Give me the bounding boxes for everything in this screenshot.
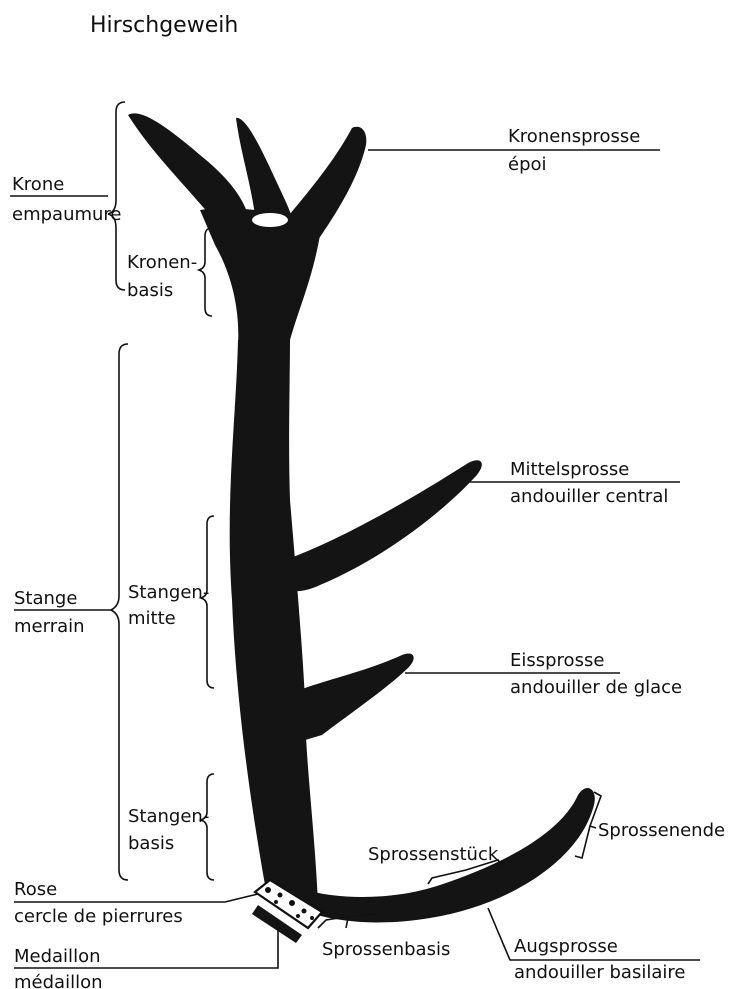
crown-middle-tine xyxy=(236,118,292,218)
label-medaillon-fr: médaillon xyxy=(14,972,103,989)
label-stangenmitte-2: mitte xyxy=(128,608,176,629)
line-sprossenende xyxy=(590,826,596,828)
brace-krone xyxy=(108,102,125,290)
label-eissprosse: Eissprosse xyxy=(510,650,604,671)
ice-tine xyxy=(300,653,414,740)
label-empaumure: empaumure xyxy=(12,204,122,225)
label-rose: Rose xyxy=(14,879,57,900)
label-stange: Stange xyxy=(14,588,77,609)
label-sprossenbasis: Sprossenbasis xyxy=(322,939,450,960)
label-andouiller-central: andouiller central xyxy=(510,486,668,507)
crown-base xyxy=(200,208,320,345)
label-stangenmitte-1: Stangen- xyxy=(128,582,209,603)
brace-stange xyxy=(111,344,128,880)
label-andouiller-basilaire: andouiller basilaire xyxy=(514,962,685,983)
label-stangenbasis-1: Stangen- xyxy=(128,806,209,827)
label-krone: Krone xyxy=(12,174,64,195)
diagram-title: Hirschgeweih xyxy=(90,13,238,38)
label-kronenbasis-2: basis xyxy=(127,280,173,301)
label-kronenbasis-1: Kronen- xyxy=(127,252,197,273)
label-epoi: époi xyxy=(508,154,547,175)
label-stangenbasis-2: basis xyxy=(128,833,174,854)
label-sprossenstueck: Sprossenstück xyxy=(368,844,499,865)
antler-silhouette xyxy=(128,113,595,922)
label-cercle: cercle de pierrures xyxy=(14,906,183,927)
brace-stangenbasis xyxy=(201,774,214,880)
brace-kronenbasis xyxy=(199,228,212,316)
label-augsprosse: Augsprosse xyxy=(514,936,618,957)
label-medaillon-de: Medaillon xyxy=(14,946,100,967)
label-mittelsprosse: Mittelsprosse xyxy=(510,459,629,480)
label-andouiller-glace: andouiller de glace xyxy=(510,677,682,698)
main-beam xyxy=(230,340,318,905)
label-kronensprosse: Kronensprosse xyxy=(508,126,640,147)
crown-left-tine xyxy=(128,113,248,215)
middle-tine xyxy=(285,460,482,591)
label-sprossenende: Sprossenende xyxy=(598,820,725,841)
label-merrain: merrain xyxy=(14,616,85,637)
crown-fork-gap xyxy=(252,213,288,227)
